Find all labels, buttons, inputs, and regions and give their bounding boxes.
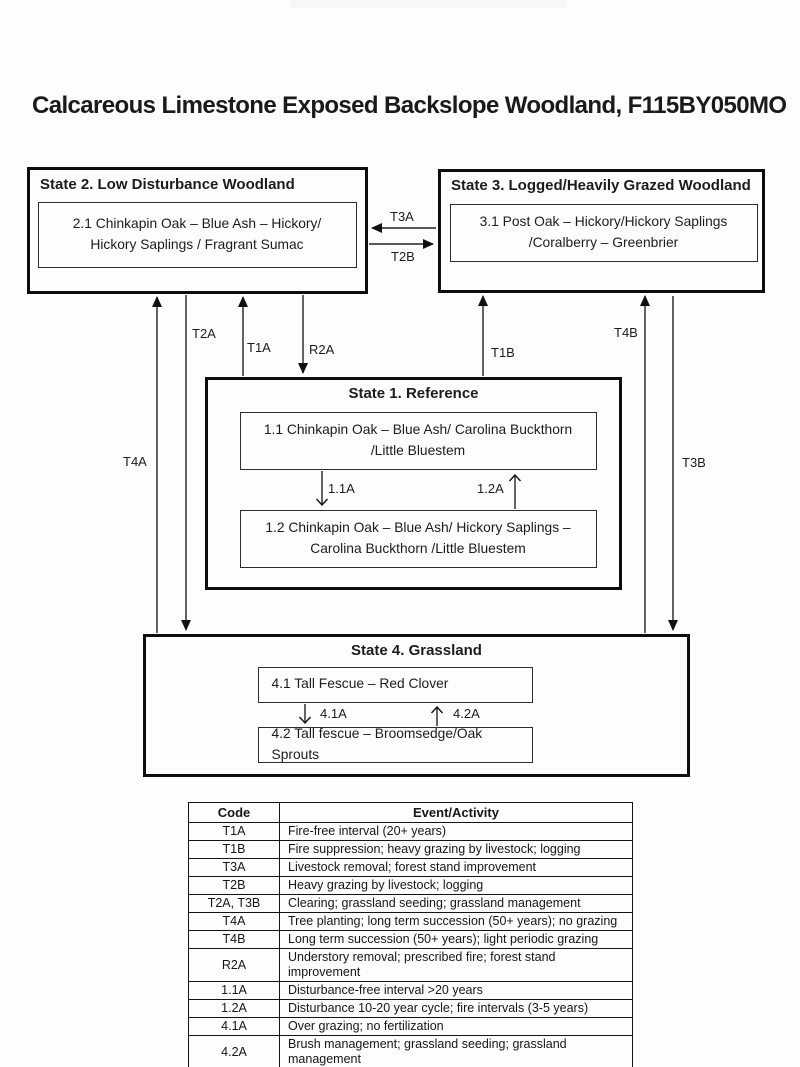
pathway-label-1-1A: 1.1A: [328, 481, 355, 496]
transition-label-T2A: T2A: [192, 326, 216, 341]
transition-label-T1B: T1B: [491, 345, 515, 360]
transition-label-T4B: T4B: [614, 325, 638, 340]
table-cell-event: Fire-free interval (20+ years): [279, 822, 633, 841]
table-cell-code: T1B: [188, 840, 280, 859]
community-4-2-box: 4.2 Tall fescue – Broomsedge/Oak Sprouts: [257, 726, 533, 763]
table-row: 4.1A Over grazing; no fertilization: [188, 1017, 633, 1036]
table-cell-event: Clearing; grassland seeding; grassland m…: [279, 894, 633, 913]
table-cell-event: Disturbance 10-20 year cycle; fire inter…: [279, 999, 633, 1018]
table-cell-event: Long term succession (50+ years); light …: [279, 930, 633, 949]
transition-label-T4A: T4A: [123, 454, 147, 469]
table-row: T2A, T3B Clearing; grassland seeding; gr…: [188, 894, 633, 913]
table-cell-code: R2A: [188, 948, 280, 982]
community-2-1-box: 2.1 Chinkapin Oak – Blue Ash – Hickory/ …: [37, 201, 357, 268]
transition-label-T3B: T3B: [682, 455, 706, 470]
table-cell-code: T1A: [188, 822, 280, 841]
transition-label-T1A: T1A: [247, 340, 271, 355]
community-1-1-box: 1.1 Chinkapin Oak – Blue Ash/ Carolina B…: [239, 411, 597, 470]
pathway-label-4-1A: 4.1A: [320, 706, 347, 721]
table-cell-event: Heavy grazing by livestock; logging: [279, 876, 633, 895]
transition-label-T2B: T2B: [391, 249, 415, 264]
table-cell-event: Disturbance-free interval >20 years: [279, 981, 633, 1000]
table-cell-event: Over grazing; no fertilization: [279, 1017, 633, 1036]
pathway-label-4-2A: 4.2A: [453, 706, 480, 721]
table-header-row: Code Event/Activity: [188, 802, 633, 823]
state2-box: State 2. Low Disturbance Woodland 2.1 Ch…: [27, 167, 368, 294]
top-edge-artifact: [290, 0, 567, 8]
table-row: T1B Fire suppression; heavy grazing by l…: [188, 840, 633, 859]
state3-box: State 3. Logged/Heavily Grazed Woodland …: [438, 169, 765, 293]
table-row: R2A Understory removal; prescribed fire;…: [188, 948, 633, 982]
table-cell-code: T2A, T3B: [188, 894, 280, 913]
transition-label-R2A: R2A: [309, 342, 335, 357]
state4-title: State 4. Grassland: [351, 642, 482, 659]
table-cell-code: 1.2A: [188, 999, 280, 1018]
codes-table: Code Event/Activity T1A Fire-free interv…: [188, 802, 633, 1067]
table-row: 1.1A Disturbance-free interval >20 years: [188, 981, 633, 1000]
table-row: T4B Long term succession (50+ years); li…: [188, 930, 633, 949]
state3-title: State 3. Logged/Heavily Grazed Woodland: [451, 177, 751, 194]
transition-label-T3A: T3A: [390, 209, 414, 224]
table-cell-event: Fire suppression; heavy grazing by lives…: [279, 840, 633, 859]
table-cell-event: Brush management; grassland seeding; gra…: [279, 1035, 633, 1067]
table-cell-code: 4.2A: [188, 1035, 280, 1067]
table-cell-code: T4B: [188, 930, 280, 949]
table-cell-event: Livestock removal; forest stand improvem…: [279, 858, 633, 877]
table-cell-event: Understory removal; prescribed fire; for…: [279, 948, 633, 982]
state4-box: State 4. Grassland 4.1 Tall Fescue – Red…: [143, 634, 690, 777]
table-cell-code: T3A: [188, 858, 280, 877]
state1-title: State 1. Reference: [348, 385, 479, 402]
table-cell-code: T4A: [188, 912, 280, 931]
table-cell-code: 1.1A: [188, 981, 280, 1000]
community-3-1-box: 3.1 Post Oak – Hickory/Hickory Saplings …: [449, 203, 758, 262]
community-1-2-box: 1.2 Chinkapin Oak – Blue Ash/ Hickory Sa…: [239, 509, 597, 568]
table-row: T1A Fire-free interval (20+ years): [188, 822, 633, 841]
state1-box: State 1. Reference 1.1 Chinkapin Oak – B…: [205, 377, 622, 590]
table-row: 4.2A Brush management; grassland seeding…: [188, 1035, 633, 1067]
table-cell-code: T2B: [188, 876, 280, 895]
state2-title: State 2. Low Disturbance Woodland: [40, 176, 295, 193]
table-header-code: Code: [188, 802, 280, 823]
table-row: T4A Tree planting; long term succession …: [188, 912, 633, 931]
table-header-event: Event/Activity: [279, 802, 633, 823]
page-title: Calcareous Limestone Exposed Backslope W…: [32, 92, 787, 119]
table-cell-code: 4.1A: [188, 1017, 280, 1036]
community-4-1-box: 4.1 Tall Fescue – Red Clover: [257, 666, 533, 703]
pathway-label-1-2A: 1.2A: [477, 481, 504, 496]
table-cell-event: Tree planting; long term succession (50+…: [279, 912, 633, 931]
table-row: 1.2A Disturbance 10-20 year cycle; fire …: [188, 999, 633, 1018]
legend-table-container: Code Event/Activity T1A Fire-free interv…: [188, 802, 633, 1067]
table-row: T2B Heavy grazing by livestock; logging: [188, 876, 633, 895]
table-row: T3A Livestock removal; forest stand impr…: [188, 858, 633, 877]
